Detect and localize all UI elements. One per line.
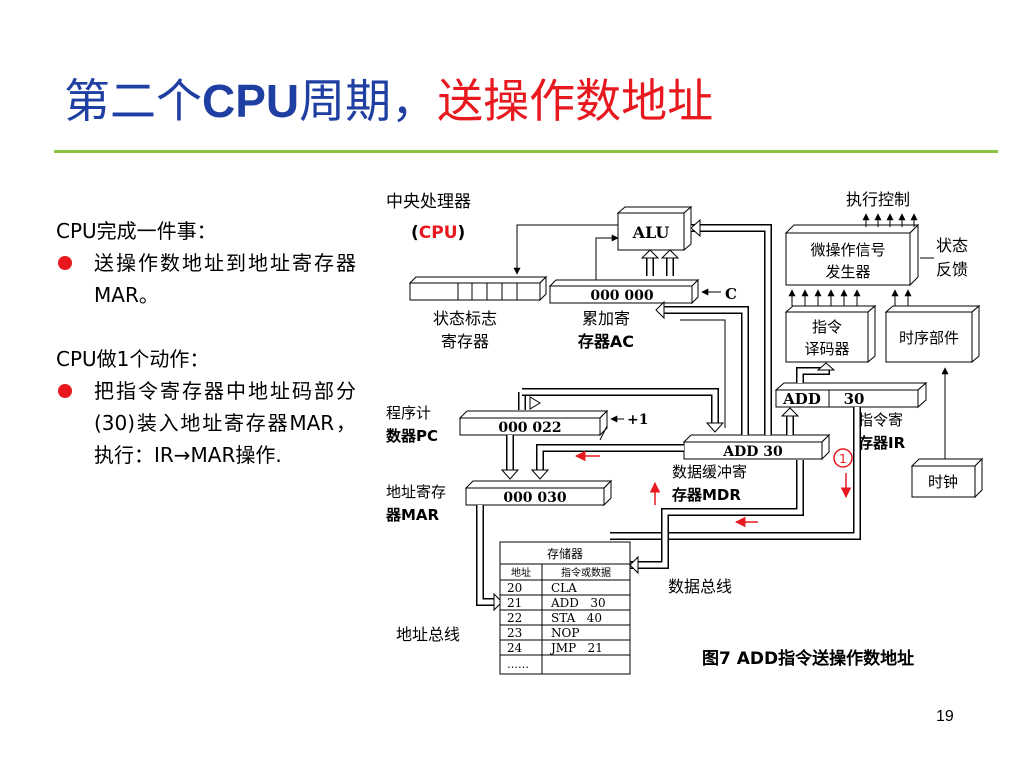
instruction-register: ADD 30 (774, 381, 928, 409)
timing-label: 时序部件 (899, 329, 959, 347)
memory-row-address: 24 (507, 641, 523, 655)
title-part1: 第二个 (64, 74, 202, 128)
micro-op-label-1: 微操作信号 (810, 241, 885, 259)
data-bus-label: 数据总线 (668, 577, 732, 596)
pc-label-1: 程序计 (386, 404, 431, 422)
decoder-label-1: 指令 (812, 318, 842, 336)
plus-one-label: +1 (627, 412, 648, 428)
mar-label-1: 地址寄存 (386, 483, 446, 501)
memory-more-rows: …… (507, 658, 529, 671)
memory-row-address: 20 (507, 581, 522, 595)
ir-address: 30 (844, 390, 865, 408)
memory-row-content: CLA (551, 581, 577, 595)
decoder-label-2: 译码器 (804, 340, 849, 358)
step-circle-label: 1 (839, 452, 847, 466)
alu-label: ALU (632, 223, 670, 242)
accumulator-label-2: 存器AC (578, 332, 634, 351)
address-bus-label: 地址总线 (396, 625, 460, 644)
memory-row-content: JMP 21 (549, 641, 603, 655)
accumulator-value: 000 000 (590, 288, 654, 304)
memory-row-address: 23 (507, 626, 522, 640)
left-text-panel: CPU完成一件事： 送操作数地址到地址寄存器MAR。 CPU做1个动作： 把指令… (56, 215, 356, 471)
cpu-paren-open: ( (411, 223, 419, 243)
memory-table: 存储器 地址 指令或数据 20 CLA 21 ADD 30 22 STA 40 23 NOP 2… (499, 541, 631, 675)
figure-caption: 图7 ADD指令送操作数地址 (702, 648, 914, 669)
micro-op-label-2: 发生器 (825, 263, 870, 281)
slide-title: 第二个CPU周期，送操作数地址 (64, 78, 713, 124)
mdr-label-1: 数据缓冲寄 (672, 463, 747, 481)
micro-op-generator: 微操作信号 发生器 (784, 223, 920, 287)
page-number: 19 (936, 708, 954, 725)
heading-2: CPU做1个动作： (56, 347, 210, 371)
mar-value: 000 030 (503, 490, 567, 506)
accumulator-register: 000 000 (548, 278, 700, 305)
exec-control-label: 执行控制 (846, 190, 910, 209)
memory-row-address: 22 (507, 611, 522, 625)
title-part2: 周期， (299, 74, 438, 128)
status-feedback-label-1: 状态 (936, 236, 968, 255)
heading-1: CPU完成一件事： (56, 219, 217, 243)
title-highlight: 送操作数地址 (437, 74, 714, 128)
memory-title: 存储器 (547, 546, 583, 561)
timing-unit: 时序部件 (884, 304, 981, 364)
instruction-decoder: 指令 译码器 (784, 304, 877, 364)
bullet-2-text: 把指令寄存器中地址码部分(30)装入地址寄存器MAR，执行：IR→MAR操作. (94, 379, 356, 467)
ir-label-2: 存器IR (858, 434, 906, 452)
cpu-abbr-label: (CPU) (411, 223, 465, 243)
status-feedback-label-2: 反馈 (936, 260, 968, 279)
program-counter: 000 022 (458, 409, 609, 437)
bullet-1: 送操作数地址到地址寄存器MAR。 (56, 247, 356, 311)
bullet-2: 把指令寄存器中地址码部分(30)装入地址寄存器MAR，执行：IR→MAR操作. (56, 375, 356, 471)
mar-label-2: 器MAR (385, 506, 440, 524)
cpu-abbr-red: CPU (419, 223, 458, 243)
title-divider (54, 150, 998, 153)
memory-row-address: 21 (507, 596, 522, 610)
cpu-paren-close: ) (458, 223, 466, 243)
ir-label-1: 指令寄 (858, 411, 903, 429)
status-flag-label-1: 状态标志 (433, 309, 497, 328)
status-flag-register (408, 275, 548, 302)
pc-label-2: 数器PC (386, 427, 438, 445)
memory-col-address: 地址 (511, 566, 531, 579)
title-cpu: CPU (202, 75, 300, 127)
bullet-dot-icon (58, 256, 72, 270)
status-flag-label-2: 寄存器 (441, 332, 489, 351)
alu-box: ALU (616, 205, 693, 252)
memory-address-register: 000 030 (464, 479, 613, 507)
memory-row-content: ADD 30 (550, 596, 606, 610)
c-label: C (725, 285, 737, 303)
memory-col-content: 指令或数据 (561, 566, 611, 579)
bullet-1-text: 送操作数地址到地址寄存器MAR。 (94, 251, 356, 307)
mdr-value: ADD 30 (722, 444, 783, 460)
clock-unit: 时钟 (910, 457, 984, 499)
ir-opcode: ADD (782, 390, 821, 408)
mdr-label-2: 存器MDR (672, 486, 741, 504)
bullet-dot-icon (58, 384, 72, 398)
memory-data-register: ADD 30 (682, 433, 831, 461)
pc-value: 000 022 (498, 420, 561, 436)
memory-row-content: STA 40 (551, 611, 602, 625)
cpu-label: 中央处理器 (386, 192, 471, 212)
memory-row-content: NOP (551, 626, 579, 640)
accumulator-label-1: 累加寄 (582, 309, 630, 328)
clock-label: 时钟 (928, 473, 958, 491)
